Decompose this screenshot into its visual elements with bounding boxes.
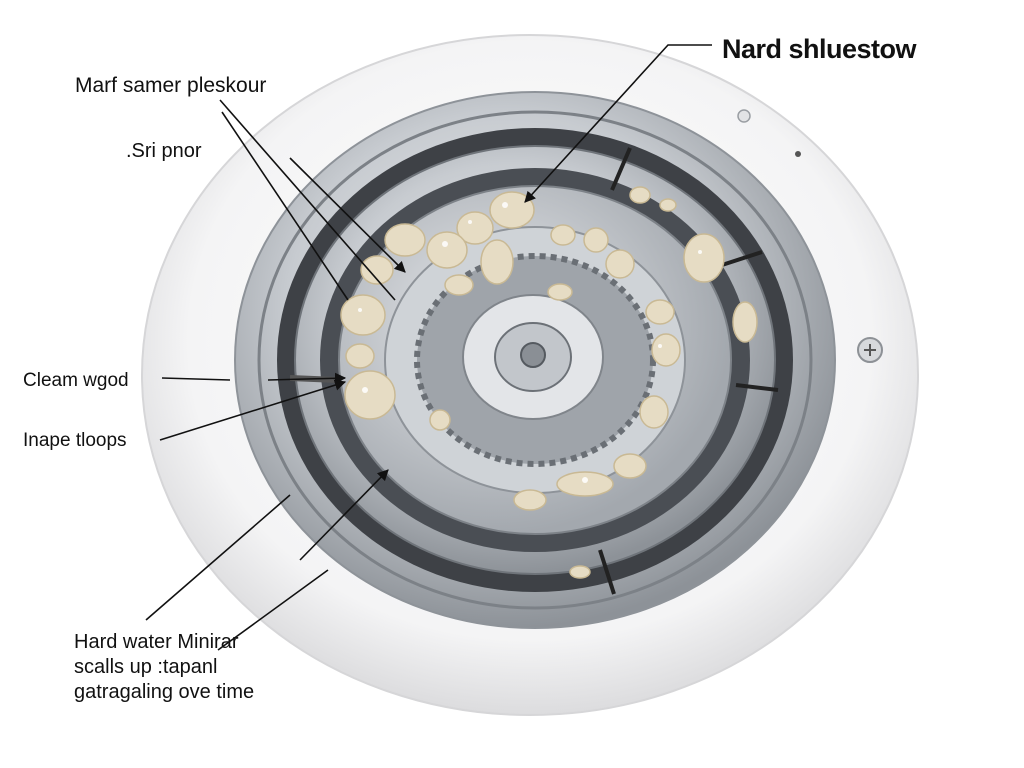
leader-mid-left-1b: [267, 372, 347, 384]
mineral-scale-deposits: [340, 186, 758, 579]
screw-hole-top: [737, 109, 751, 123]
leader-top-left-2: [221, 111, 349, 301]
leader-bottom-2: [217, 569, 329, 651]
screw-right-slot: [864, 344, 876, 356]
hub-center: [520, 342, 546, 368]
leader-top-left-1: [219, 99, 396, 301]
rim-groove: [257, 110, 813, 610]
scale-specks: [358, 202, 702, 483]
label-bottom-line-2: scalls up :tapanl: [74, 656, 218, 678]
label-top-left-1: Marf samer pleskour: [75, 74, 267, 97]
label-bottom-line-1: Hard water Minirar: [74, 631, 239, 653]
clip-bottom: [598, 549, 616, 595]
label-top-left-2: .Sri pnor: [126, 140, 202, 162]
label-bottom-line-3: gatragaling ove time: [74, 681, 255, 703]
leader-mid-left-1: [161, 377, 231, 381]
label-mid-left-1: Cleam wgod: [23, 370, 129, 391]
leader-bottom-1: [145, 494, 291, 621]
leader-bottom-3: [299, 469, 389, 561]
label-bottom-left: Hard water Minirar scalls up :tapanl gat…: [74, 630, 254, 705]
screw-hole-small: [795, 151, 801, 157]
clip-right-2: [735, 383, 779, 392]
leader-top-left-3: [289, 157, 406, 273]
leader-mid-left-2: [159, 379, 347, 441]
label-mid-left-2: Inape tloops: [23, 430, 127, 451]
leader-lines: [145, 44, 712, 651]
leader-top-right: [524, 44, 712, 203]
clip-right-1: [721, 250, 763, 267]
clip-top: [610, 147, 632, 191]
label-top-right: Nard shluestow: [722, 34, 917, 64]
